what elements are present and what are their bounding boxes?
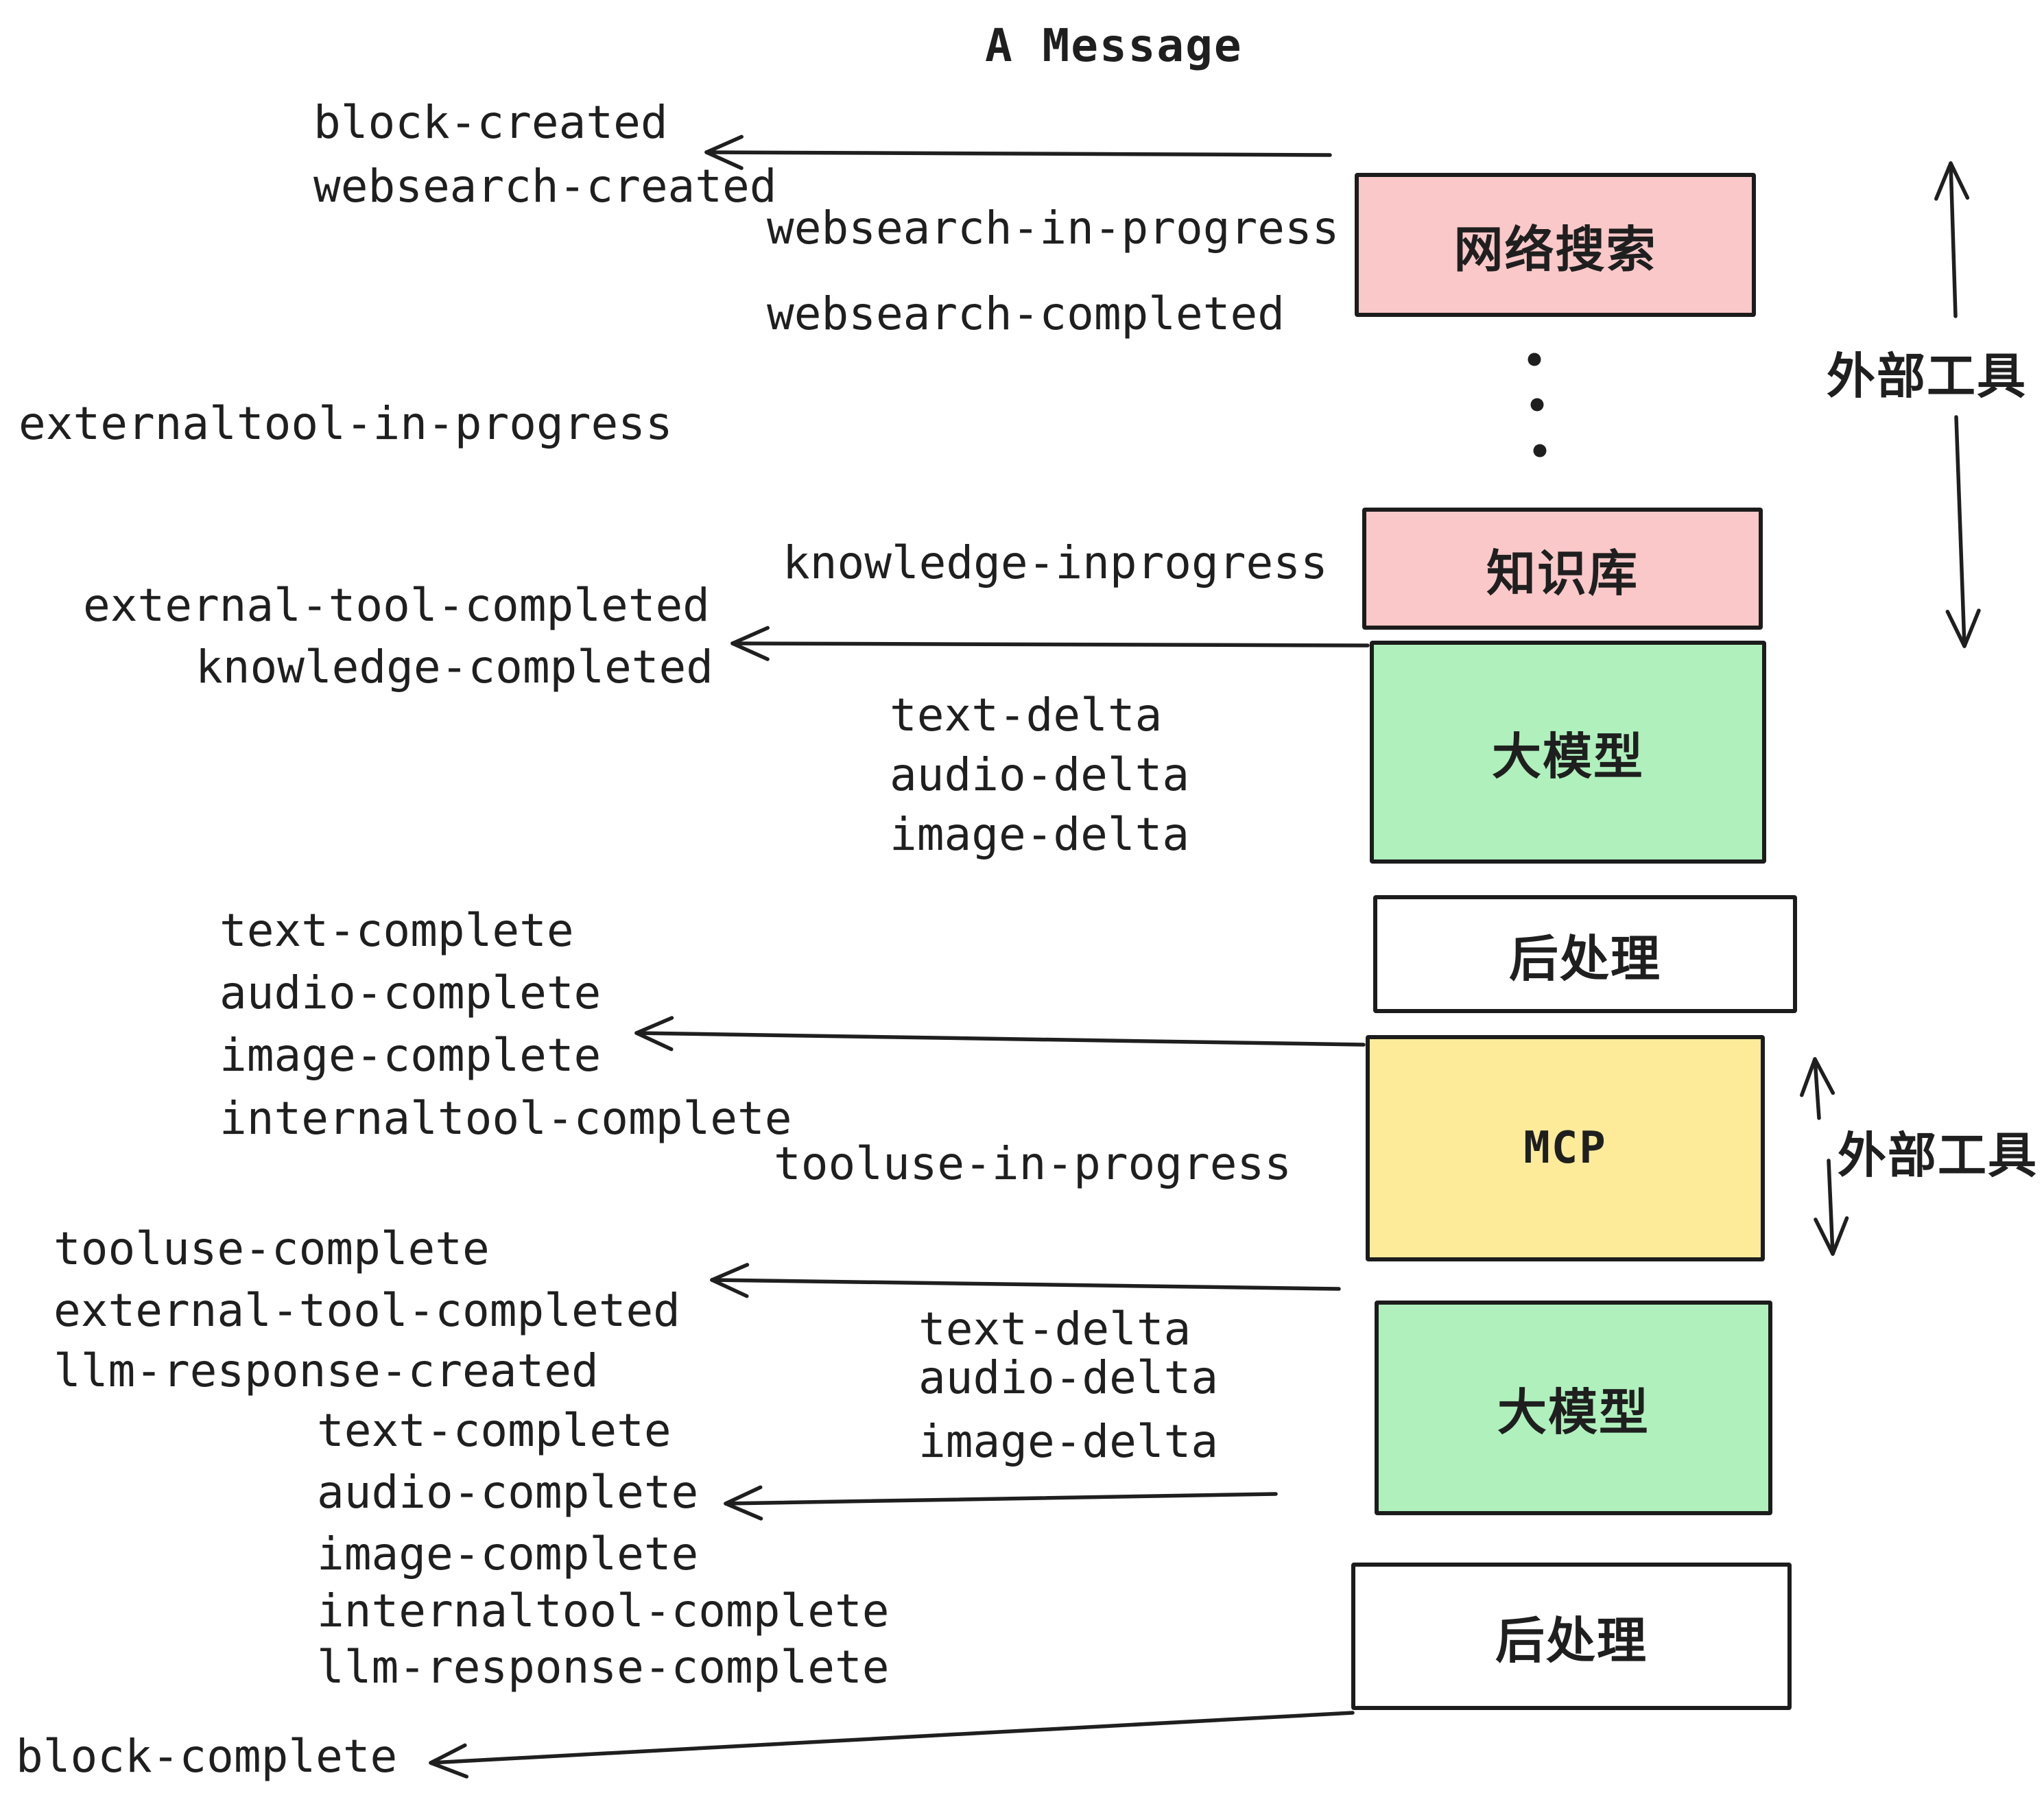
arrow-to-audio-complete [724,1492,1278,1506]
event-label-audio-complete: audio-complete [219,966,602,1019]
flow-box-label-mcp: MCP [1523,1123,1607,1174]
event-label-external-tool-completed: external-tool-completed [83,579,710,632]
event-label-websearch-completed: websearch-completed [767,287,1285,340]
event-label-image-complete: image-complete [219,1029,602,1082]
arrow-external-tools-down-1 [1954,415,1966,648]
arrow-to-tooluse-complete-head [710,1263,750,1282]
arrow-external-tools-down-2-head [1814,1218,1835,1256]
arrow-to-block-complete-head [429,1761,469,1779]
ellipsis-dot-3 [1533,444,1547,458]
arrow-external-tools-up-1-head [1949,161,1970,200]
event-label-knowledge-inprogress: knowledge-inprogress [783,536,1328,589]
event-label-block-created: block-created [313,96,668,149]
arrow-to-block-complete [429,1711,1355,1765]
event-label-internaltool-complete: internaltool-complete [219,1092,792,1145]
flow-box-postprocess-2: 后处理 [1351,1563,1792,1710]
arrow-external-tools-up-1-head [1934,161,1953,201]
flow-box-label-postprocess-2: 后处理 [1495,1612,1648,1670]
event-label-externaltool-in-progress: externaltool-in-progress [19,397,673,450]
ellipsis-dot-2 [1530,398,1544,412]
arrow-to-block-created-head [704,134,744,154]
event-label-audio-delta: audio-delta [890,748,1190,801]
flow-box-websearch: 网络搜索 [1355,173,1756,317]
arrow-external-tools-down-2-head [1831,1216,1849,1256]
event-label-text-complete: text-complete [317,1404,672,1457]
arrow-external-tools-down-1-head [1962,608,1981,648]
event-label-websearch-in-progress: websearch-in-progress [767,202,1340,254]
event-label-external-tool-completed: external-tool-completed [54,1284,680,1337]
arrow-external-tools-up-2-head [1813,1057,1835,1095]
arrow-to-block-created [704,150,1332,157]
diagram-title: A Message [985,19,1243,72]
event-label-text-complete: text-complete [219,904,574,957]
side-label-external-tools-2: 外部工具 [1838,1127,2039,1184]
ellipsis-dot-1 [1528,353,1541,366]
flow-box-label-knowledge: 知识库 [1486,544,1639,602]
arrow-to-knowledge-completed-head [730,626,770,645]
event-label-tooluse-complete: tooluse-complete [54,1222,490,1275]
arrow-to-knowledge-completed [730,641,1370,648]
arrow-external-tools-up-2-head [1800,1057,1817,1097]
arrow-to-block-complete-head [429,1743,467,1765]
flow-box-label-postprocess-1: 后处理 [1508,929,1661,988]
flow-box-label-llm-1: 大模型 [1491,728,1644,785]
event-label-knowledge-completed: knowledge-completed [195,641,713,693]
event-label-llm-response-created: llm-response-created [54,1344,599,1397]
flow-box-label-websearch: 网络搜索 [1453,220,1657,278]
arrow-external-tools-up-2 [1813,1057,1821,1120]
arrow-to-tooluse-complete-head [710,1278,749,1298]
flow-box-llm-2: 大模型 [1375,1301,1772,1515]
event-label-text-delta: text-delta [918,1303,1191,1355]
arrow-external-tools-up-1 [1949,161,1958,318]
event-label-text-delta: text-delta [890,689,1163,741]
flow-box-knowledge: 知识库 [1362,508,1763,630]
flow-box-llm-1: 大模型 [1370,641,1766,864]
arrow-external-tools-down-1-head [1945,609,1966,648]
flow-box-label-llm-2: 大模型 [1497,1384,1650,1441]
arrow-external-tools-down-2 [1827,1159,1835,1256]
event-label-internaltool-complete: internaltool-complete [317,1585,890,1637]
event-label-audio-complete: audio-complete [317,1466,699,1519]
event-label-tooluse-in-progress: tooluse-in-progress [774,1137,1292,1190]
arrow-to-audio-complete-head [724,1502,763,1521]
event-label-image-delta: image-delta [918,1415,1219,1468]
arrow-to-image-complete-head [634,1016,674,1035]
event-label-websearch-created: websearch-created [313,160,777,213]
arrow-to-knowledge-completed-head [730,641,770,661]
side-label-external-tools-1: 外部工具 [1827,348,2028,405]
flow-box-postprocess-1: 后处理 [1373,895,1797,1013]
arrow-to-tooluse-complete [710,1278,1341,1291]
event-label-block-complete: block-complete [16,1730,398,1783]
arrow-to-image-complete-head [634,1031,674,1052]
event-label-image-complete: image-complete [317,1528,699,1580]
event-label-llm-response-complete: llm-response-complete [317,1641,890,1694]
event-label-audio-delta: audio-delta [918,1351,1219,1404]
arrow-to-audio-complete-head [724,1485,763,1506]
flow-box-mcp: MCP [1366,1035,1765,1261]
event-label-image-delta: image-delta [890,808,1190,861]
arrow-to-image-complete [634,1031,1366,1047]
